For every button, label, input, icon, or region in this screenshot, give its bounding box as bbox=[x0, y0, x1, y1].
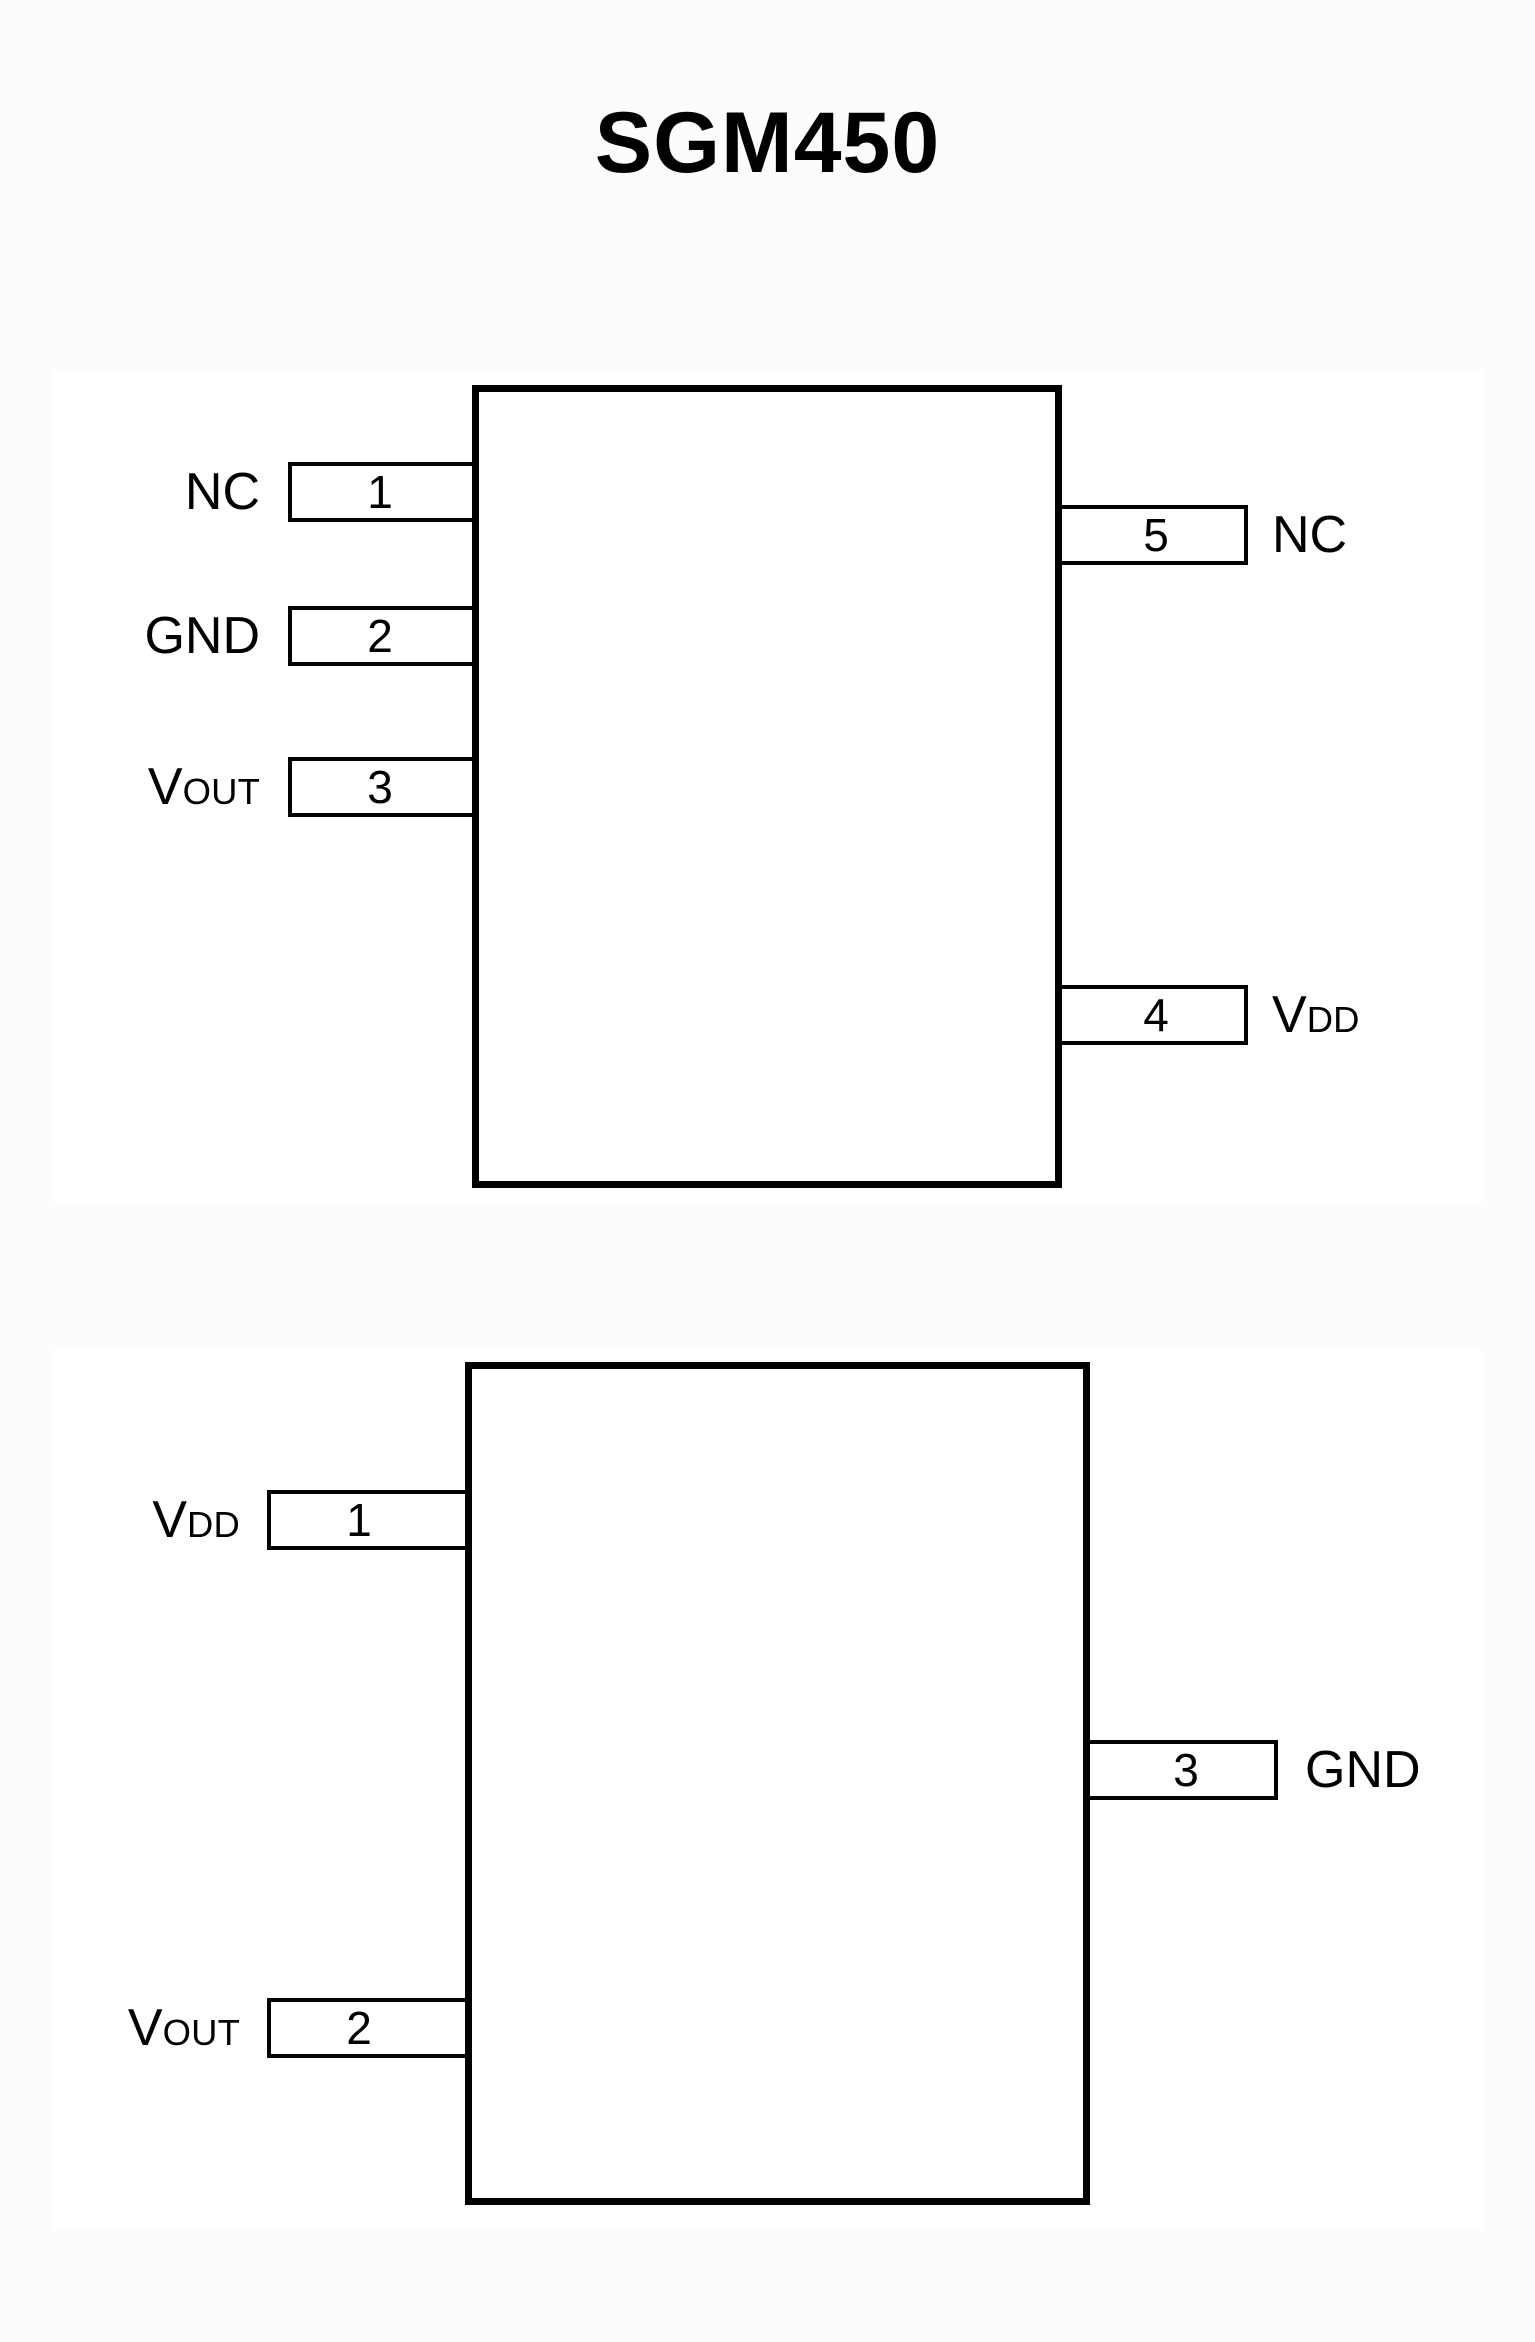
pin-label-base: V bbox=[147, 758, 183, 816]
pin-number: 4 bbox=[1143, 989, 1169, 1041]
pin-number: 1 bbox=[346, 1494, 372, 1546]
package-5-pin-label-1: NC bbox=[60, 466, 260, 518]
pin-label-base: V bbox=[1272, 986, 1307, 1044]
pin-number: 1 bbox=[367, 466, 393, 518]
pin-label-subscript: DD bbox=[1306, 999, 1360, 1040]
pin-number: 3 bbox=[367, 761, 393, 813]
package-3-pin-label-3: GND bbox=[1305, 1744, 1535, 1796]
pin-label-base: GND bbox=[1305, 1741, 1421, 1799]
page-title: SGM450 bbox=[594, 95, 941, 191]
pin-label-subscript: OUT bbox=[162, 2012, 240, 2053]
pin-number: 2 bbox=[346, 2002, 372, 2054]
pin-label-base: V bbox=[152, 1491, 188, 1549]
pin-number: 5 bbox=[1143, 509, 1169, 561]
package-3-pin-body bbox=[465, 1362, 1090, 2205]
pin-label-base: GND bbox=[144, 607, 260, 665]
pin-number: 2 bbox=[367, 610, 393, 662]
pin-label-base: V bbox=[127, 1999, 163, 2057]
package-5-pin-label-2: GND bbox=[40, 610, 260, 662]
pin-label-base: NC bbox=[184, 463, 260, 521]
pin-label-subscript: DD bbox=[187, 1504, 240, 1545]
package-5-pin-body bbox=[472, 385, 1062, 1188]
package-5-pin-label-5: NC bbox=[1272, 509, 1512, 561]
pin-label-base: NC bbox=[1272, 506, 1348, 564]
pin-number: 3 bbox=[1173, 1744, 1199, 1796]
pin-label-subscript: OUT bbox=[182, 771, 260, 812]
